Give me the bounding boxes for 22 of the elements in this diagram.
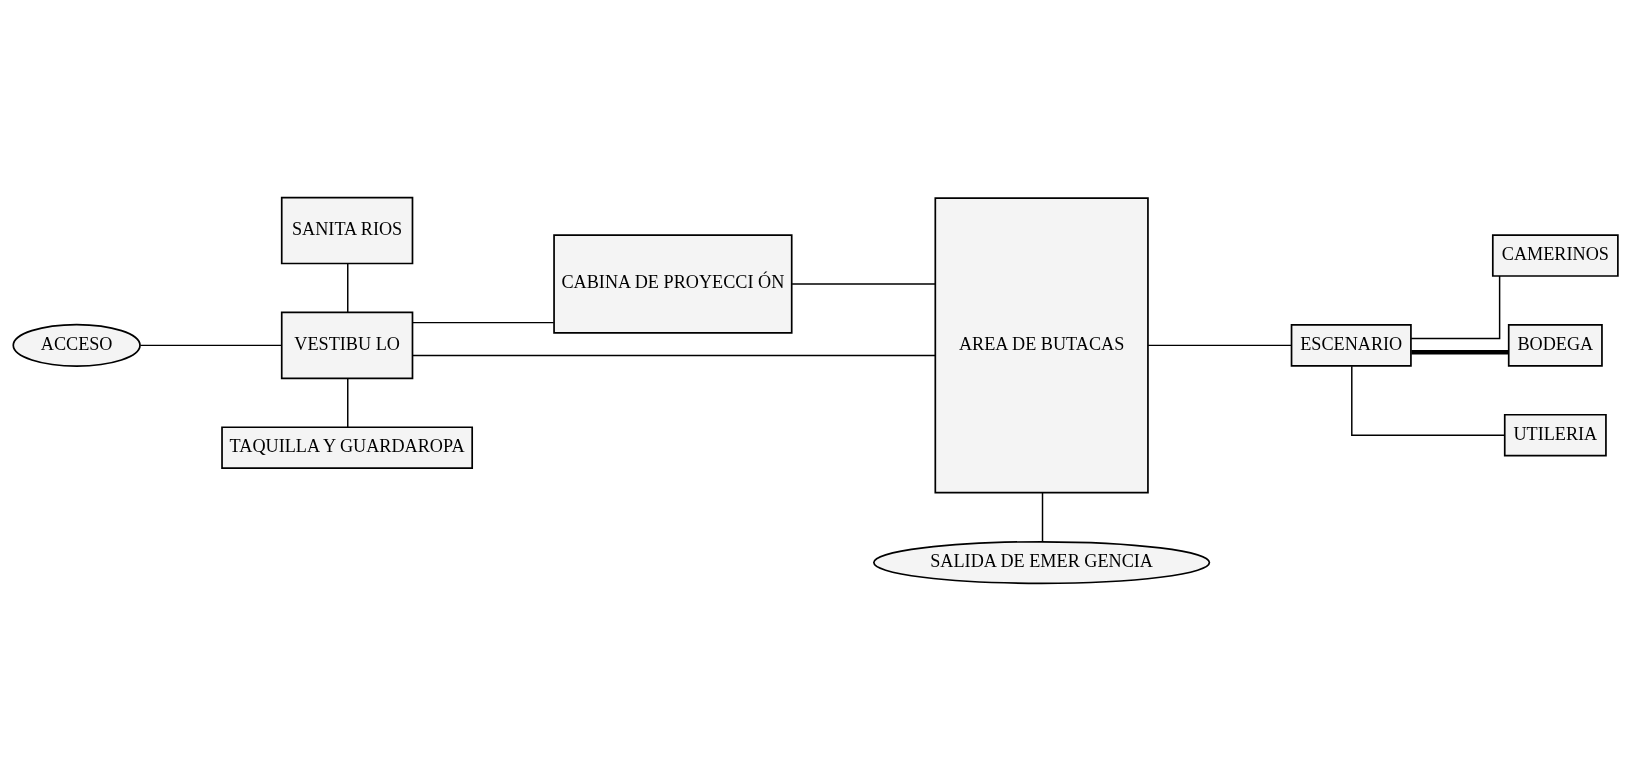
node-ellipse: ACCESO (12, 323, 141, 367)
node-box: BODEGA (1507, 324, 1603, 367)
connector (139, 344, 283, 347)
connector (411, 321, 555, 324)
node-box: ESCENARIO (1290, 324, 1412, 367)
connector (347, 378, 349, 428)
connector (791, 283, 936, 285)
node-box: AREA DE BUTACAS (934, 197, 1149, 494)
node-box: TAQUILLA Y GUARDAROPA (221, 426, 474, 470)
connector (1041, 491, 1044, 543)
node-box: CAMERINOS (1491, 234, 1619, 277)
connector (1411, 349, 1509, 355)
node-box: UTILERIA (1503, 413, 1607, 457)
node-box: SANITA RIOS (280, 196, 414, 265)
connector (1351, 365, 1506, 436)
node-ellipse: SALIDA DE EMER GENCIA (872, 540, 1211, 585)
connector (1147, 344, 1293, 347)
connector (1410, 275, 1501, 340)
connector (347, 263, 349, 313)
node-box: VESTIBU LO (280, 311, 414, 380)
node-box: CABINA DE PROYECCI ÓN (553, 234, 793, 334)
connector (412, 354, 936, 357)
